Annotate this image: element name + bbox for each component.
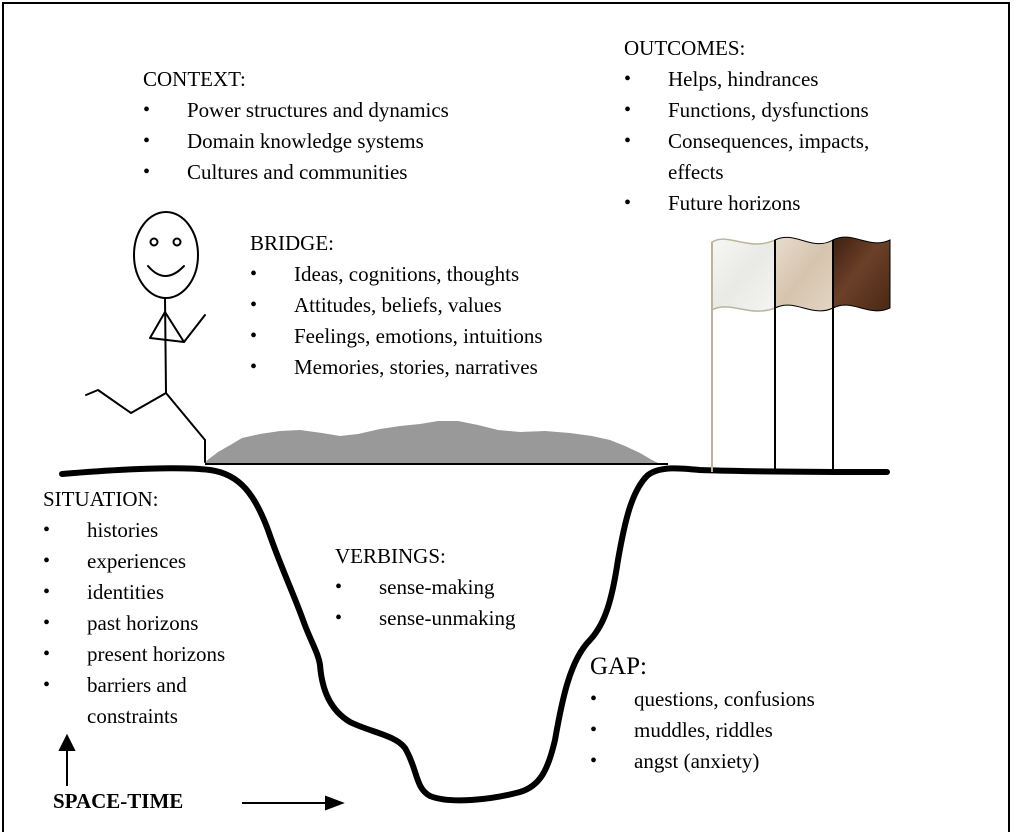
stick-figure-leg-back [85,389,167,414]
stick-figure-head [133,211,199,299]
flags-group [711,236,891,472]
context-block: CONTEXT: Power structures and dynamics D… [143,64,449,188]
stick-figure-arm-right [183,314,206,343]
list-item: muddles, riddles [590,715,815,746]
list-item: Attitudes, beliefs, values [250,290,543,321]
list-item: Power structures and dynamics [143,95,449,126]
list-item: Feelings, emotions, intuitions [250,321,543,352]
stick-figure-icon [85,211,206,463]
outcomes-block: OUTCOMES: Helps, hindrances Functions, d… [624,33,954,219]
right-arrow-icon [325,795,345,811]
situation-block: SITUATION: histories experiences identit… [43,484,283,732]
list-item: identities [43,577,283,608]
list-item: Ideas, cognitions, thoughts [250,259,543,290]
list-item: sense-making [335,572,515,603]
stick-figure-arm-left [149,311,185,343]
verbings-title: VERBINGS: [335,544,446,568]
stick-figure-smile [147,265,185,277]
bridge-block: BRIDGE: Ideas, cognitions, thoughts Atti… [250,228,543,383]
list-item: barriers and constraints [43,670,227,732]
gap-title: GAP: [590,653,647,680]
beige-flag-icon [774,236,834,312]
situation-title: SITUATION: [43,487,159,511]
list-item: questions, confusions [590,684,815,715]
list-item: Helps, hindrances [624,64,954,95]
list-item: histories [43,515,283,546]
up-arrow-icon [58,733,76,751]
space-time-arrows [58,733,345,811]
gap-list: questions, confusions muddles, riddles a… [590,684,815,777]
list-item: sense-unmaking [335,603,515,634]
list-item: experiences [43,546,283,577]
context-list: Power structures and dynamics Domain kno… [143,95,449,188]
brown-flag-icon [832,236,891,312]
white-flag-icon [711,238,776,312]
list-item: past horizons [43,608,283,639]
stick-figure-right-eye [172,237,182,247]
verbings-list: sense-making sense-unmaking [335,572,515,634]
bridge-list: Ideas, cognitions, thoughts Attitudes, b… [250,259,543,383]
space-time-label: SPACE-TIME [53,789,184,813]
situation-list: histories experiences identities past ho… [43,515,283,732]
list-item: Functions, dysfunctions [624,95,954,126]
outcomes-list: Helps, hindrances Functions, dysfunction… [624,64,954,219]
outcomes-title: OUTCOMES: [624,36,746,60]
list-item: angst (anxiety) [590,746,815,777]
list-item: Memories, stories, narratives [250,352,543,383]
list-item: Consequences, impacts, effects [624,126,918,188]
list-item: present horizons [43,639,283,670]
list-item: Domain knowledge systems [143,126,449,157]
list-item: Future horizons [624,188,954,219]
stick-figure-leg-front [165,392,206,463]
verbings-block: VERBINGS: sense-making sense-unmaking [335,541,515,634]
gap-block: GAP: questions, confusions muddles, ridd… [590,650,815,777]
context-title: CONTEXT: [143,67,246,91]
bridge-mound [205,421,660,464]
stick-figure-left-eye [149,237,159,247]
bridge-title: BRIDGE: [250,231,334,255]
list-item: Cultures and communities [143,157,449,188]
